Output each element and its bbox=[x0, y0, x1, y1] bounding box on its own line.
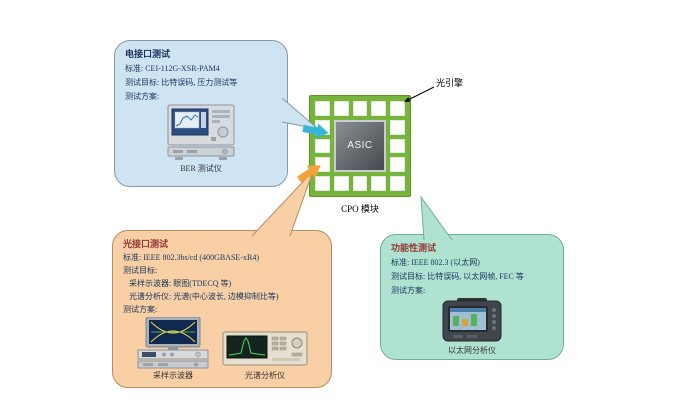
optical-engine-pad bbox=[390, 157, 405, 173]
sampling-oscilloscope-illustration bbox=[137, 317, 209, 369]
bubble-title: 光接口测试 bbox=[123, 239, 169, 249]
bubble-optical-test: 光接口测试 标准: IEEE 802.3bs/cd (400GBASE-xR4)… bbox=[112, 230, 332, 388]
optical-engine-pad bbox=[315, 176, 330, 191]
ber-tester-illustration bbox=[167, 104, 235, 160]
spec-line-osa: 光谱分析仪: 光谱(中心波长, 边模抑制比等) bbox=[129, 292, 279, 301]
optical-engine-pad bbox=[390, 119, 405, 135]
optical-engine-pad bbox=[371, 176, 387, 191]
spec-line-oscilloscope: 采样示波器: 眼图(TDECQ 等) bbox=[129, 279, 232, 288]
optical-engine-pad bbox=[371, 101, 387, 116]
optical-engine-pad bbox=[315, 157, 330, 173]
optical-engine-pad bbox=[315, 119, 330, 135]
optical-engine-pad bbox=[390, 101, 405, 116]
optical-engine-pad bbox=[333, 176, 349, 191]
bubble-electrical-test: 电接口测试 标准: CEI-112G-XSR-PAM4 测试目标: 比特误码, … bbox=[114, 40, 288, 187]
bubble-functional-test: 功能性测试 标准: IEEE 802.3 (以太网) 测试目标: 比特误码, 以… bbox=[380, 234, 564, 360]
spec-line-target: 测试目标: 比特误码, 以太网帧, FEC 等 bbox=[391, 272, 524, 281]
bubble-title: 电接口测试 bbox=[125, 49, 171, 59]
optical-engine-pad bbox=[333, 101, 349, 116]
optical-engine-pad bbox=[390, 138, 405, 154]
ethernet-analyzer-illustration bbox=[442, 298, 502, 342]
spec-line-solution: 测试方案: bbox=[123, 305, 158, 314]
optical-spectrum-analyzer-illustration bbox=[222, 331, 308, 366]
optical-engine-label: 光引擎 bbox=[436, 78, 464, 88]
optical-engine-pad bbox=[352, 101, 368, 116]
optical-engine-pad bbox=[390, 176, 405, 191]
bubble-title: 功能性测试 bbox=[391, 243, 437, 253]
instrument-caption: 光谱分析仪 bbox=[245, 371, 285, 380]
spec-line-solution: 测试方案: bbox=[125, 92, 160, 101]
spec-line-standard: 标准: IEEE 802.3bs/cd (400GBASE-xR4) bbox=[123, 253, 259, 262]
spec-line-standard: 标准: CEI-112G-XSR-PAM4 bbox=[125, 64, 220, 73]
optical-engine-pad bbox=[315, 138, 330, 154]
spec-line-target: 测试目标: bbox=[123, 266, 158, 275]
optical-engine-pad bbox=[315, 101, 330, 116]
optical-engine-pad bbox=[352, 176, 368, 191]
spec-line-target: 测试目标: 比特误码, 压力测试等 bbox=[125, 78, 238, 87]
instrument-caption: BER 测试仪 bbox=[180, 164, 222, 173]
instrument-caption: 以太网分析仪 bbox=[448, 346, 496, 355]
engine-pointer-line bbox=[408, 86, 435, 100]
spec-line-standard: 标准: IEEE 802.3 (以太网) bbox=[391, 258, 480, 267]
cpo-module-label: CPO 模块 bbox=[341, 204, 379, 214]
spec-line-solution: 测试方案: bbox=[391, 286, 426, 295]
instrument-caption: 采样示波器 bbox=[153, 371, 193, 380]
asic-chip: ASIC bbox=[333, 119, 387, 173]
cpo-module: ASIC bbox=[309, 95, 411, 197]
